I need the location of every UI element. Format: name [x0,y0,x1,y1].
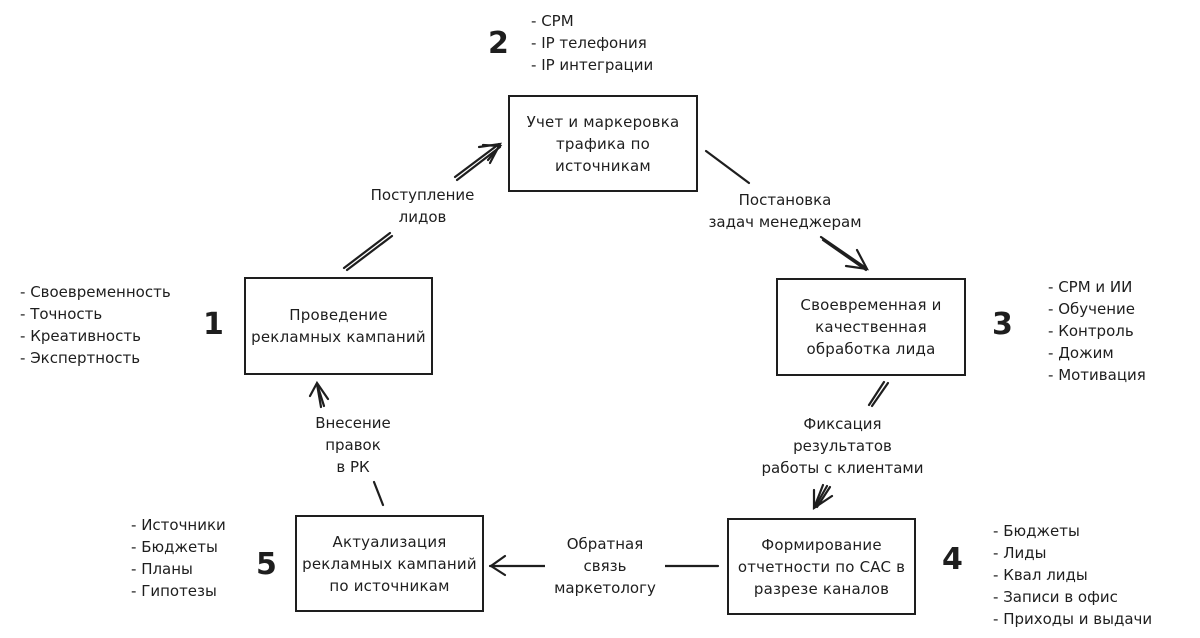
step-4-notes: Бюджеты Лиды Квал лиды Записи в офис При… [993,520,1152,630]
step-1-title: Проведение рекламных кампаний [251,306,426,346]
list-item: Контроль [1048,320,1146,342]
step-3-box[interactable]: Своевременная и качественная обработка л… [776,278,966,376]
transition-label-5-to-1: Внесение правок в РК [303,412,403,478]
list-item: CPM и ИИ [1048,276,1146,298]
arrow-2-to-3 [704,149,869,272]
list-item: Приходы и выдачи [993,608,1152,630]
list-item: Мотивация [1048,364,1146,386]
list-item: Записи в офис [993,586,1152,608]
arrow-4-to-5 [488,554,720,577]
list-item: IP телефония [531,32,653,54]
list-item: Точность [20,303,171,325]
list-item: Своевременность [20,281,170,303]
step-2-number: 2 [488,26,509,61]
step-5-title: Актуализация рекламных кампаний по источ… [302,532,477,595]
step-5-box[interactable]: Актуализация рекламных кампаний по источ… [295,515,484,612]
list-item: Бюджеты [993,520,1152,542]
list-item: Гипотезы [131,580,226,602]
list-item: Бюджеты [131,536,226,558]
transition-label-3-to-4: Фиксация результатов работы с клиентами [755,413,930,479]
step-1-number: 1 [203,307,224,342]
list-item: Источники [131,514,226,536]
step-3-number: 3 [992,307,1013,342]
transition-label-1-to-2: Поступление лидов [360,184,485,228]
list-item: Квал лиды [993,564,1152,586]
list-item: Дожим [1048,342,1146,364]
list-item: IP интеграции [531,54,653,76]
list-item: Планы [131,558,226,580]
arrow-5-to-1 [308,380,385,507]
list-item: Лиды [993,542,1152,564]
transition-label-4-to-5: Обратная связь маркетологу [545,533,665,599]
step-1-notes: Своевременность Точность Креативность Эк… [20,281,171,369]
list-item: Экспертность [20,347,171,369]
step-1-box[interactable]: Проведение рекламных кампаний [244,277,433,375]
transition-label-2-to-3: Постановка задач менеджерам [700,189,870,233]
list-item: Обучение [1048,298,1146,320]
step-4-number: 4 [942,542,963,577]
arrow-1-to-2 [342,142,503,272]
step-5-number: 5 [256,547,277,582]
step-3-notes: CPM и ИИ Обучение Контроль Дожим Мотивац… [1048,276,1146,386]
step-5-notes: Источники Бюджеты Планы Гипотезы [131,514,226,602]
list-item: Креативность [20,325,171,347]
list-item: CPM [531,10,653,32]
step-2-box[interactable]: Учет и маркеровка трафика по источникам [508,95,698,192]
step-2-title: Учет и маркеровка трафика по источникам [526,112,680,175]
step-4-box[interactable]: Формирование отчетности по CAC в разрезе… [727,518,916,615]
step-3-title: Своевременная и качественная обработка л… [800,296,942,358]
arrow-3-to-4 [812,380,890,511]
step-4-title: Формирование отчетности по CAC в разрезе… [737,535,906,598]
step-2-notes: CPM IP телефония IP интеграции [531,10,653,76]
